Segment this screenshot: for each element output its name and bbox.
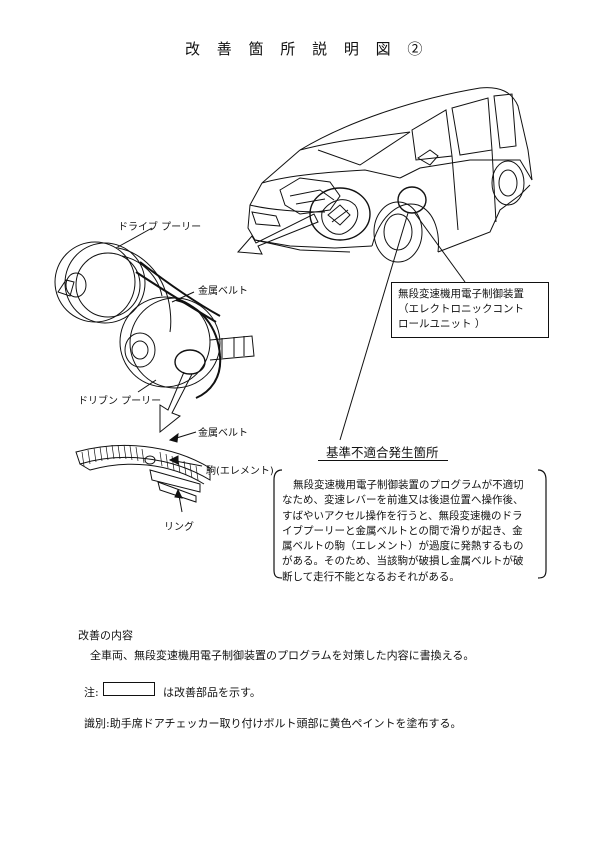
ring-label: リング bbox=[164, 522, 194, 533]
belt-callout-circle bbox=[174, 349, 206, 375]
fault-line: 無段変速機用電子制御装置のプログラムが不適切 bbox=[293, 479, 524, 491]
car-illustration bbox=[247, 87, 533, 263]
metal-belt-bottom-label: 金属ベルト bbox=[198, 428, 248, 439]
fault-line: がある。そのため、当該駒が破損し金属ベルトが破 bbox=[282, 555, 524, 568]
ecu-label-box: 無段変速機用電子制御装置 （エレクトロニックコント ロールユニット ） bbox=[391, 282, 549, 338]
callout-arrow bbox=[236, 213, 319, 255]
drive-pulley-label: ドライブ プーリー bbox=[118, 222, 202, 233]
note-suffix: は改善部品を示す。 bbox=[163, 686, 261, 699]
note-legend-box bbox=[103, 682, 155, 696]
transmission-callout-circle bbox=[309, 187, 371, 241]
metal-belt-top-label: 金属ベルト bbox=[198, 286, 248, 297]
note-prefix: 注: bbox=[84, 686, 99, 699]
ecu-callout-circle bbox=[397, 186, 427, 214]
fault-line: 属ベルトの駒（エレメント）が過度に発熱するもの bbox=[282, 540, 524, 553]
improvement-body: 全車両、無段変速機用電子制御装置のプログラムを対策した内容に書換える。 bbox=[90, 649, 475, 662]
page-title: 改 善 箇 所 説 明 図 ② bbox=[185, 40, 429, 58]
driven-pulley-label: ドリブン プーリー bbox=[78, 396, 162, 407]
fault-heading-underline bbox=[318, 460, 448, 461]
pulley-illustration bbox=[54, 241, 255, 399]
fault-line: なため、変速レバーを前進又は後退位置へ操作後、 bbox=[282, 494, 524, 507]
improvement-heading: 改善の内容 bbox=[78, 629, 133, 642]
metal-belt-section bbox=[75, 444, 211, 503]
element-label: 駒(エレメント) bbox=[206, 466, 274, 477]
fault-heading: 基準不適合発生箇所 bbox=[326, 445, 439, 460]
belt-arrow bbox=[159, 371, 193, 434]
fault-line: イブプーリーと金属ベルトとの間で滑りが起き、金 bbox=[282, 524, 523, 537]
ecu-label-line: 無段変速機用電子制御装置 bbox=[398, 288, 524, 300]
ecu-label-line: （エレクトロニックコント bbox=[398, 303, 524, 315]
fault-description: 無段変速機用電子制御装置のプログラムが不適切 なため、変速レバーを前進又は後退位… bbox=[282, 478, 548, 585]
ecu-label-line: ロールユニット ） bbox=[398, 318, 486, 330]
fault-line: すばやいアクセル操作を行うと、無段変速機のドラ bbox=[282, 509, 523, 522]
identification-text: 識別:助手席ドアチェッカー取り付けボルト頭部に黄色ペイントを塗布する。 bbox=[84, 717, 462, 730]
fault-line: 断して走行不能となるおそれがある。 bbox=[282, 570, 460, 583]
